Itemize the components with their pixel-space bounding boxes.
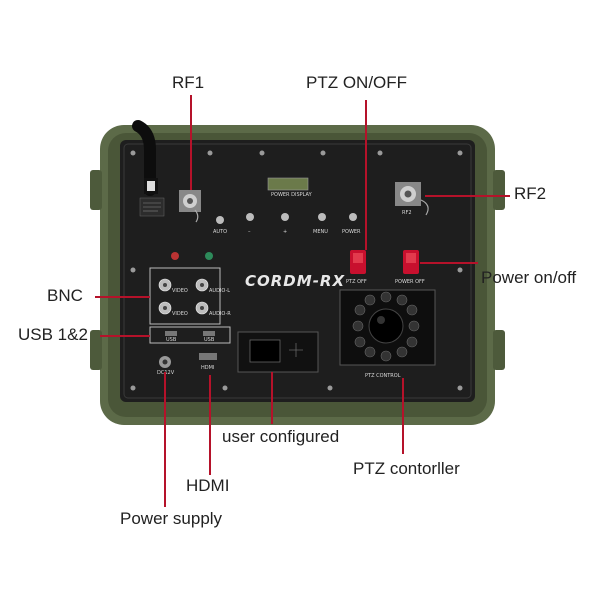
rf2-connector [395,182,429,216]
panel-rf2-text: RF2 [402,210,412,216]
antenna-cable [132,120,156,196]
leader-rf1 [190,95,192,190]
power-display [267,177,309,191]
panel-auto-text: AUTO [213,229,227,235]
panel-power-display-text: POWER DISPLAY [271,192,313,198]
leader-power-supply [164,372,166,507]
panel-power-text: POWER [342,229,361,235]
panel-usb-label-2: USB [204,337,215,343]
panel-power-off-text: POWER OFF [395,279,425,285]
panel-usb-label-1: USB [166,337,177,343]
label-hdmi: HDMI [186,476,230,495]
label-rf1: RF1 [172,73,205,92]
leader-power-onoff [420,262,478,264]
panel-minus-text: – [248,229,251,235]
label-ptz-onoff: PTZ ON/OFF [306,73,408,92]
panel-bnc-label-1: VIDEO [172,288,188,294]
brand-logo: CORDM-RX [245,272,345,290]
joystick [368,308,404,344]
leader-hdmi [209,375,211,475]
label-user-configured: user configured [222,427,340,446]
leader-ptz-controller [402,378,404,454]
label-bnc: BNC [47,286,83,305]
label-usb: USB 1&2 [18,325,88,344]
hdmi-port [199,353,217,360]
leader-ptz-onoff [365,100,367,250]
label-power-supply: Power supply [120,509,223,528]
panel-bnc-label-3: VIDEO [172,311,188,317]
label-power-onoff: Power on/off [481,268,577,287]
panel-bnc-label-4: AUDIO-R [209,311,231,317]
panel-ptz-control-text: PTZ CONTROL [365,373,401,379]
rf1-connector [179,190,201,223]
label-ptz-controller: PTZ contorller [353,459,460,478]
leader-rf2 [425,195,510,197]
panel-plus-text: + [283,229,287,235]
panel-menu-text: MENU [313,229,328,235]
red-switches [350,250,419,274]
menu-buttons [216,213,357,224]
ptz-buttons [352,291,420,362]
leader-bnc [95,296,150,298]
panel-bnc-label-2: AUDIO-L [209,288,230,294]
label-rf2: RF2 [514,184,547,203]
leader-user-configured [271,372,273,424]
panel-ptz-off-text: PTZ OFF [346,279,367,285]
leader-usb [100,335,150,337]
panel-hdmi-text: HDMI [201,365,214,371]
